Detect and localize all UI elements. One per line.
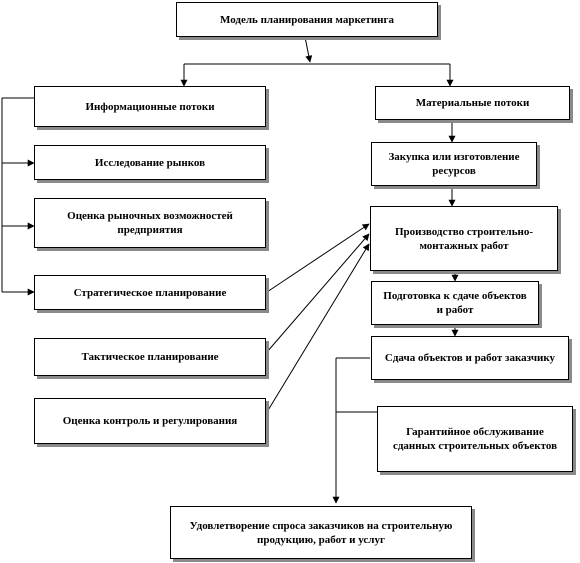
box-handover-to-client: Сдача объектов и работ заказчику bbox=[371, 336, 569, 380]
box-marketing-planning-model: Модель планирования маркетинга bbox=[176, 2, 438, 37]
box-control-and-regulation: Оценка контроль и регулирования bbox=[34, 398, 266, 444]
arrow-strat-to-prod bbox=[266, 223, 370, 293]
box-warranty-service: Гарантийное обслуживание сданных строите… bbox=[377, 406, 573, 472]
box-material-flows: Материальные потоки bbox=[375, 86, 570, 120]
arrow-top-down bbox=[304, 36, 313, 63]
box-handover-preparation: Подготовка к сдаче объектов и работ bbox=[371, 281, 539, 325]
box-market-research: Исследование рынков bbox=[34, 145, 266, 180]
arrow-tact-to-prod bbox=[266, 233, 370, 353]
box-market-opportunities: Оценка рыночных возможностей предприятия bbox=[34, 198, 266, 248]
box-information-flows: Информационные потоки bbox=[34, 86, 266, 127]
box-purchase-resources: Закупка или изготовление ресурсов bbox=[371, 142, 537, 186]
box-construction-production: Производство строительно-монтажных работ bbox=[370, 206, 558, 271]
box-demand-satisfaction: Удовлетворение спроса заказчиков на стро… bbox=[170, 506, 472, 559]
arrow-control-to-prod bbox=[266, 243, 370, 413]
box-strategic-planning: Стратегическое планирование bbox=[34, 275, 266, 310]
box-tactical-planning: Тактическое планирование bbox=[34, 338, 266, 376]
